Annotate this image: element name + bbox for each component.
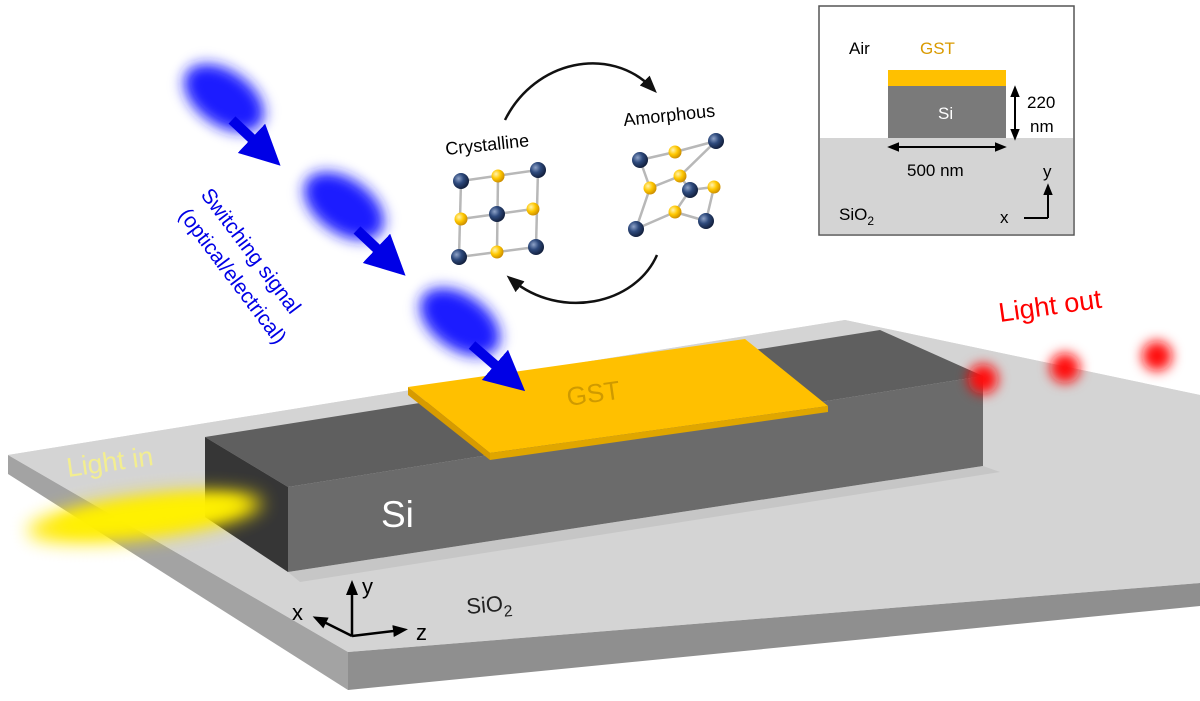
amorphous-atoms [628,133,724,237]
sio2-substrate-label: SiO2 [465,590,513,624]
cross-section-inset: Air GST Si 220 nm 500 nm SiO2 y x [818,5,1075,236]
gst-patch [408,339,828,460]
inset-axis-x-label: x [1000,208,1009,227]
switching-arrow-3 [468,341,526,392]
main-axes: y z x [292,574,427,645]
switching-arrow-1 [228,116,281,166]
switching-arrow-2 [353,226,406,276]
si-waveguide-label: Si [381,494,414,535]
gst-patch-label: GST [565,375,622,412]
light-out-label: Light out [997,284,1104,328]
inset-height-unit: nm [1030,117,1054,136]
cycle-arrow-top [503,62,657,121]
amorphous-label: Amorphous [622,100,716,130]
light-out-dots [968,341,1172,394]
main-axis-y-label: y [362,574,373,599]
main-axis-x-label: x [292,600,303,625]
light-in-beam [27,490,263,544]
inset-si-label: Si [938,104,953,123]
switching-pulses [184,64,526,392]
inset-axis-y-label: y [1043,162,1052,181]
inset-si-core [888,86,1006,138]
inset-width-label: 500 nm [907,161,964,180]
cycle-arrow-bottom [506,254,659,304]
main-axis-z-label: z [416,620,427,645]
inset-air-label: Air [849,39,870,58]
inset-sio2-label: SiO2 [839,205,874,228]
inset-height-value: 220 [1027,93,1055,112]
inset-gst-label: GST [920,39,955,58]
inset-gst-layer [888,70,1006,86]
crystalline-atoms [451,162,546,265]
crystalline-label: Crystalline [444,130,530,159]
